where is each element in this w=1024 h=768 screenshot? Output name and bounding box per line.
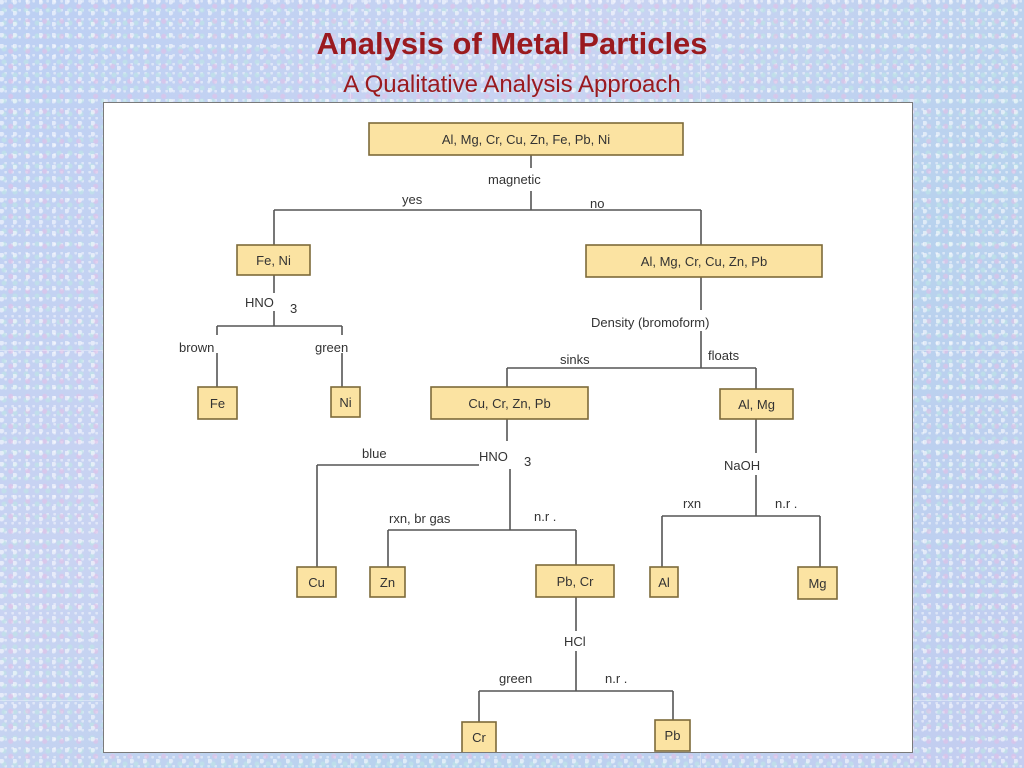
node-fe: Fe (197, 386, 238, 420)
node-label: Pb (665, 728, 681, 743)
slide-title: Analysis of Metal Particles (316, 26, 708, 61)
slide-subtitle: A Qualitative Analysis Approach (343, 71, 681, 98)
test-label-density: Density (bromoform) (591, 315, 709, 330)
branch-label-rxn-br-gas: rxn, br gas (389, 511, 451, 526)
node-label: Pb, Cr (557, 574, 595, 589)
branch-label-green: green (499, 671, 532, 686)
node-label: Al, Mg, Cr, Cu, Zn, Fe, Pb, Ni (442, 132, 610, 147)
branch-label-no-reaction: n.r . (534, 509, 556, 524)
branch-label-yes: yes (402, 192, 423, 207)
node-label: Fe, Ni (256, 253, 291, 268)
node-label: Fe (210, 396, 225, 411)
subscript-3: 3 (524, 454, 531, 469)
node-label: Al, Mg, Cr, Cu, Zn, Pb (641, 254, 767, 269)
branch-label-rxn: rxn (683, 496, 701, 511)
node-cr: Cr (461, 721, 497, 752)
test-label-hno3: HNO (245, 295, 274, 310)
node-al-mg: Al, Mg (719, 388, 794, 420)
node-label: Al (658, 575, 670, 590)
branch-label-no: no (590, 196, 604, 211)
node-label: Cr (472, 730, 486, 745)
node-non-magnetic: Al, Mg, Cr, Cu, Zn, Pb (585, 244, 823, 278)
node-label: Ni (339, 395, 351, 410)
test-label-magnetic: magnetic (488, 172, 541, 187)
node-all-metals: Al, Mg, Cr, Cu, Zn, Fe, Pb, Ni (368, 122, 684, 156)
test-label-naoh: NaOH (724, 458, 760, 473)
connector-lines (216, 155, 821, 722)
node-label: Cu (308, 575, 325, 590)
node-al: Al (649, 566, 679, 598)
node-pb-cr: Pb, Cr (535, 564, 615, 598)
test-label-hno3: HNO (479, 449, 508, 464)
branch-label-floats: floats (708, 348, 740, 363)
node-pb: Pb (654, 719, 691, 752)
flowchart: Al, Mg, Cr, Cu, Zn, Fe, Pb, Ni Fe, Ni Al… (179, 122, 838, 752)
subscript-3: 3 (290, 301, 297, 316)
branch-label-no-reaction: n.r . (775, 496, 797, 511)
node-cu: Cu (296, 566, 337, 598)
node-label: Mg (808, 576, 826, 591)
node-label: Zn (380, 575, 395, 590)
node-ni: Ni (330, 386, 361, 418)
branch-label-brown: brown (179, 340, 214, 355)
branch-label-no-reaction: n.r . (605, 671, 627, 686)
node-cu-cr-zn-pb: Cu, Cr, Zn, Pb (430, 386, 589, 420)
branch-label-green: green (315, 340, 348, 355)
branch-label-blue: blue (362, 446, 387, 461)
test-label-hcl: HCl (564, 634, 586, 649)
branch-label-sinks: sinks (560, 352, 590, 367)
node-label: Al, Mg (738, 397, 775, 412)
node-zn: Zn (369, 566, 406, 598)
node-label: Cu, Cr, Zn, Pb (468, 396, 550, 411)
flowchart-panel: Al, Mg, Cr, Cu, Zn, Fe, Pb, Ni Fe, Ni Al… (103, 102, 913, 753)
node-fe-ni: Fe, Ni (236, 244, 311, 276)
node-mg: Mg (797, 566, 838, 600)
